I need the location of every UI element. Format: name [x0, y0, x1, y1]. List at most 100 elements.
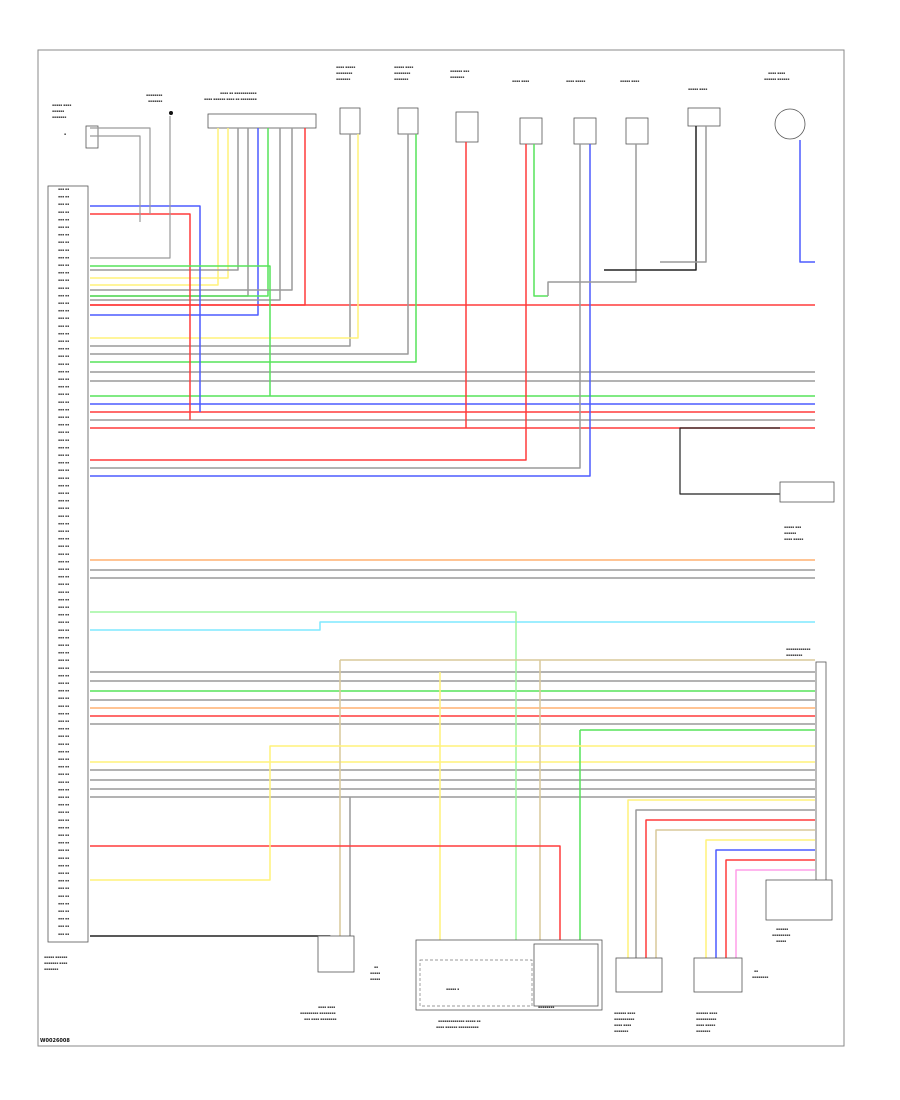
pin-label: ▪▪▪ ▪▪ — [58, 734, 69, 738]
pin-label: ▪▪▪ ▪▪ — [58, 286, 69, 290]
svg-text:▪▪▪▪▪▪▪▪: ▪▪▪▪▪▪▪▪ — [752, 975, 768, 979]
pin-label: ▪▪▪ ▪▪ — [58, 544, 69, 548]
pin-label: ▪▪▪ ▪▪ — [58, 795, 69, 799]
svg-text:▪▪▪▪▪▪▪: ▪▪▪▪▪▪▪ — [336, 77, 350, 81]
loop-wire — [90, 213, 191, 420]
svg-text:▪▪▪▪ ▪▪▪▪: ▪▪▪▪ ▪▪▪▪ — [512, 79, 529, 83]
component-bottom-center: ▪▪▪▪▪ ▪ ▪▪▪▪▪▪▪▪ ▪▪▪▪▪▪▪▪▪▪▪▪▪ ▪▪▪▪▪ ▪▪ … — [415, 939, 603, 1029]
pin-label: ▪▪▪ ▪▪ — [58, 643, 69, 647]
svg-text:▪▪▪▪ ▪▪ ▪▪▪▪▪▪▪▪▪▪▪: ▪▪▪▪ ▪▪ ▪▪▪▪▪▪▪▪▪▪▪ — [220, 91, 256, 95]
pin-label: ▪▪▪ ▪▪ — [58, 400, 69, 404]
pin-label: ▪▪▪ ▪▪ — [58, 635, 69, 639]
pin-label: ▪▪▪ ▪▪ — [58, 613, 69, 617]
ground-symbol-bottom: ▪▪ ▪▪▪▪▪ ▪▪▪▪▪ — [370, 965, 380, 981]
sensor-wire — [799, 140, 815, 263]
svg-text:▪▪▪▪▪ ▪: ▪▪▪▪▪ ▪ — [446, 987, 459, 991]
svg-text:▪▪▪▪ ▪▪▪▪▪: ▪▪▪▪ ▪▪▪▪▪ — [566, 79, 585, 83]
svg-text:▪▪▪▪▪▪ ▪▪▪▪: ▪▪▪▪▪▪ ▪▪▪▪ — [614, 1011, 635, 1015]
pin-label: ▪▪▪ ▪▪ — [58, 658, 69, 662]
pin-label: ▪▪▪ ▪▪ — [58, 757, 69, 761]
pin-label: ▪▪▪ ▪▪ — [58, 407, 69, 411]
wire-layer — [90, 116, 815, 960]
pin-label: ▪▪▪ ▪▪ — [58, 195, 69, 199]
pin-label: ▪▪▪ ▪▪ — [58, 202, 69, 206]
svg-text:▪▪▪▪▪▪▪▪: ▪▪▪▪▪▪▪▪ — [538, 1005, 554, 1009]
pin-label: ▪▪▪ ▪▪ — [58, 339, 69, 343]
svg-text:▪▪▪▪ ▪▪▪▪: ▪▪▪▪ ▪▪▪▪ — [318, 1005, 335, 1009]
sensor-wire — [90, 144, 591, 477]
pin-label: ▪▪▪ ▪▪ — [58, 848, 69, 852]
pin-label: ▪▪▪ ▪▪ — [58, 476, 69, 480]
svg-text:▪▪▪▪▪▪▪▪▪ ▪▪▪▪▪▪▪▪: ▪▪▪▪▪▪▪▪▪ ▪▪▪▪▪▪▪▪ — [300, 1011, 336, 1015]
lower-wire — [90, 621, 815, 631]
pin-label: ▪▪▪ ▪▪ — [58, 749, 69, 753]
pin-label: ▪▪▪ ▪▪ — [58, 278, 69, 282]
lower-wire — [90, 845, 561, 940]
sensor-wire — [90, 134, 359, 339]
pin-label: ▪▪▪ ▪▪ — [58, 316, 69, 320]
pin-label: ▪▪▪ ▪▪ — [58, 423, 69, 427]
component-bottom-right-a: ▪▪▪▪▪▪ ▪▪▪▪ ▪▪▪▪▪▪▪▪▪▪ ▪▪▪▪ ▪▪▪▪ ▪▪▪▪▪▪▪ — [614, 957, 663, 1033]
pin-label: ▪▪▪ ▪▪ — [58, 347, 69, 351]
loop-wire — [90, 116, 171, 259]
component-top-sensors: ▪▪▪▪ ▪▪▪▪▪ ▪▪▪▪▪▪▪▪ ▪▪▪▪▪▪▪ ▪▪▪▪▪ ▪▪▪▪ ▪… — [336, 65, 806, 145]
pin-label: ▪▪▪ ▪▪ — [58, 362, 69, 366]
pin-label: ▪▪▪ ▪▪ — [58, 369, 69, 373]
svg-text:▪▪▪▪ ▪▪▪▪: ▪▪▪▪ ▪▪▪▪ — [614, 1023, 631, 1027]
svg-text:▪▪▪▪▪▪: ▪▪▪▪▪▪ — [784, 531, 796, 535]
sensor-wire — [90, 134, 409, 355]
connector-wire — [90, 128, 281, 301]
module-wire — [655, 829, 815, 960]
pin-label: ▪▪▪ ▪▪ — [58, 240, 69, 244]
loop-wire — [90, 127, 151, 214]
svg-text:▪▪▪▪▪: ▪▪▪▪▪ — [370, 977, 380, 981]
pin-label: ▪▪▪ ▪▪ — [58, 187, 69, 191]
svg-text:▪▪▪▪▪ ▪▪▪▪: ▪▪▪▪▪ ▪▪▪▪ — [52, 103, 71, 107]
svg-text:▪▪▪▪▪▪▪▪: ▪▪▪▪▪▪▪▪ — [146, 93, 162, 97]
pin-label: ▪▪▪ ▪▪ — [58, 468, 69, 472]
pin-label: ▪▪▪ ▪▪ — [58, 879, 69, 883]
pin-label: ▪▪▪ ▪▪ — [58, 841, 69, 845]
svg-text:▪▪▪▪▪▪▪▪▪▪: ▪▪▪▪▪▪▪▪▪▪ — [696, 1017, 716, 1021]
svg-text:▪▪▪▪▪▪▪: ▪▪▪▪▪▪▪ — [52, 115, 66, 119]
pin-label: ▪▪▪ ▪▪ — [58, 711, 69, 715]
component-left-bottom-label: ▪▪▪▪▪ ▪▪▪▪▪▪ ▪▪▪▪▪▪▪ ▪▪▪▪ ▪▪▪▪▪▪▪ — [44, 955, 67, 971]
pin-label: ▪▪▪ ▪▪ — [58, 886, 69, 890]
svg-text:▪▪▪▪▪▪▪: ▪▪▪▪▪▪▪ — [696, 1029, 710, 1033]
pin-label: ▪▪▪ ▪▪ — [58, 666, 69, 670]
pin-label: ▪▪▪ ▪▪ — [58, 567, 69, 571]
pin-label: ▪▪▪ ▪▪ — [58, 263, 69, 267]
pin-label: ▪▪▪ ▪▪ — [58, 765, 69, 769]
pin-label: ▪▪▪ ▪▪ — [58, 445, 69, 449]
pin-label: ▪▪▪ ▪▪ — [58, 673, 69, 677]
loop-wire — [90, 205, 201, 412]
svg-text:▪▪: ▪▪ — [754, 969, 758, 973]
pin-label: ▪▪▪ ▪▪ — [58, 552, 69, 556]
connector-wire — [90, 128, 239, 271]
pin-label: ▪▪▪ ▪▪ — [58, 582, 69, 586]
svg-text:▪: ▪ — [64, 132, 66, 136]
svg-text:▪▪▪▪▪ ▪▪▪▪: ▪▪▪▪▪ ▪▪▪▪ — [620, 79, 639, 83]
pin-label: ▪▪▪ ▪▪ — [58, 871, 69, 875]
svg-text:▪▪▪▪▪▪: ▪▪▪▪▪▪ — [52, 109, 64, 113]
svg-text:▪▪▪▪ ▪▪▪▪▪: ▪▪▪▪ ▪▪▪▪▪ — [784, 537, 803, 541]
pin-label: ▪▪▪ ▪▪ — [58, 483, 69, 487]
pin-label: ▪▪▪ ▪▪ — [58, 742, 69, 746]
pin-label: ▪▪▪ ▪▪ — [58, 704, 69, 708]
pin-label: ▪▪▪ ▪▪ — [58, 590, 69, 594]
svg-text:▪▪▪▪ ▪▪▪▪▪: ▪▪▪▪ ▪▪▪▪▪ — [336, 65, 355, 69]
svg-text:▪▪▪▪▪▪ ▪▪▪: ▪▪▪▪▪▪ ▪▪▪ — [450, 69, 469, 73]
ground-symbol-top: ▪▪▪▪▪▪▪▪ ▪▪▪▪▪▪▪ — [146, 93, 173, 115]
sensor-wire — [660, 126, 707, 263]
diagram-code: W0026008 — [40, 1038, 70, 1044]
pin-label: ▪▪▪ ▪▪ — [58, 324, 69, 328]
pin-label: ▪▪▪ ▪▪ — [58, 491, 69, 495]
svg-text:▪▪▪▪▪▪▪▪▪▪: ▪▪▪▪▪▪▪▪▪▪ — [614, 1017, 634, 1021]
svg-text:▪▪▪▪▪▪▪ ▪▪▪▪: ▪▪▪▪▪▪▪ ▪▪▪▪ — [44, 961, 67, 965]
pin-label: ▪▪▪ ▪▪ — [58, 392, 69, 396]
pin-label: ▪▪▪ ▪▪ — [58, 293, 69, 297]
svg-text:▪▪▪▪▪▪ ▪▪▪▪: ▪▪▪▪▪▪ ▪▪▪▪ — [696, 1011, 717, 1015]
module-wire — [627, 799, 815, 960]
svg-text:▪▪▪▪▪▪▪: ▪▪▪▪▪▪▪ — [614, 1029, 628, 1033]
svg-text:▪▪▪▪▪▪: ▪▪▪▪▪▪ — [776, 927, 788, 931]
